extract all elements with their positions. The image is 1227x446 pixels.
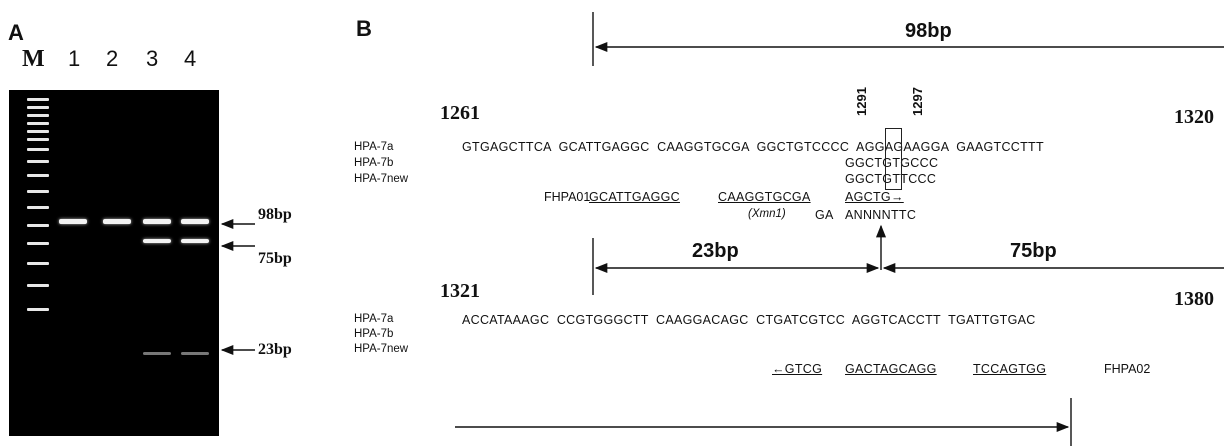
annotation-lines <box>0 0 1227 446</box>
